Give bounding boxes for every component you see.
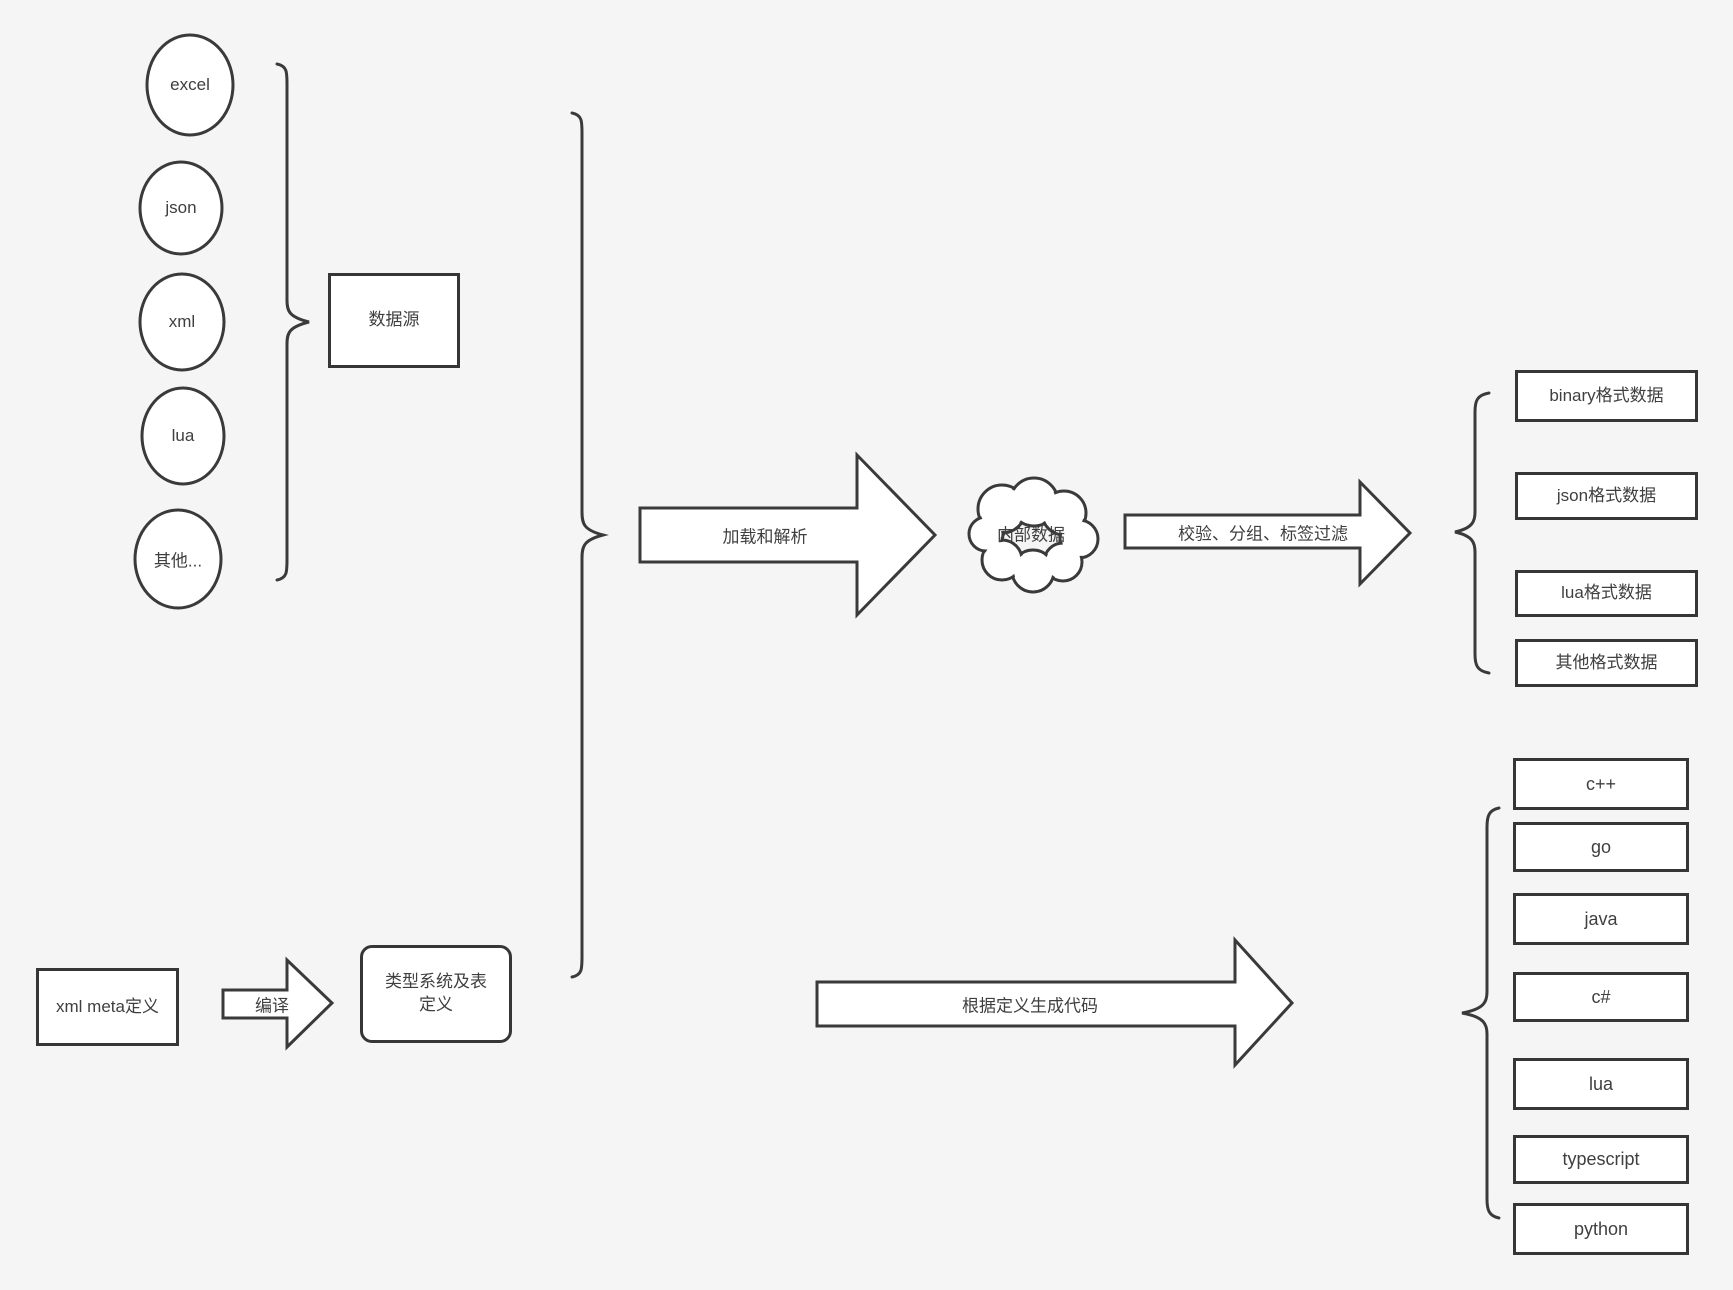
arrow-codegen bbox=[815, 936, 1295, 1069]
arrow-filter bbox=[1123, 478, 1413, 588]
brace-output-formats bbox=[1454, 391, 1491, 675]
box-format-lua-label: lua格式数据 bbox=[1561, 583, 1652, 603]
brace-all-inputs bbox=[570, 111, 609, 979]
arrow-compile-label: 编译 bbox=[255, 996, 289, 1016]
box-lang-csharp-label: c# bbox=[1591, 986, 1611, 1007]
box-lang-java-label: java bbox=[1584, 908, 1618, 929]
source-label-excel: excel bbox=[170, 75, 210, 94]
box-format-binary-label: binary格式数据 bbox=[1549, 385, 1664, 405]
box-format-lua: lua格式数据 bbox=[1515, 570, 1698, 617]
source-ellipse-lua bbox=[140, 386, 226, 486]
box-format-binary: binary格式数据 bbox=[1515, 370, 1698, 422]
source-label-other: 其他... bbox=[153, 551, 203, 571]
box-lang-cpp-label: c++ bbox=[1585, 773, 1617, 794]
box-xml-meta-label: xml meta定义 bbox=[56, 996, 159, 1016]
arrow-load-parse-label: 加载和解析 bbox=[722, 527, 808, 547]
box-lang-cpp: c++ bbox=[1513, 758, 1689, 810]
box-format-other: 其他格式数据 bbox=[1515, 639, 1698, 687]
brace-languages bbox=[1461, 806, 1501, 1220]
box-format-other-label: 其他格式数据 bbox=[1555, 652, 1658, 672]
box-lang-go-label: go bbox=[1590, 836, 1612, 857]
cloud-internal-data-label: 内部数据 bbox=[997, 525, 1065, 545]
source-label-lua: lua bbox=[171, 426, 195, 445]
source-ellipse-other bbox=[133, 508, 223, 610]
source-ellipse-json bbox=[138, 160, 224, 256]
box-format-json: json格式数据 bbox=[1515, 472, 1698, 520]
box-lang-lua-label: lua bbox=[1588, 1073, 1614, 1094]
box-lang-python-label: python bbox=[1573, 1218, 1629, 1239]
box-lang-java: java bbox=[1513, 893, 1689, 945]
source-label-json: json bbox=[165, 198, 197, 217]
brace-sources bbox=[275, 62, 310, 582]
box-lang-typescript: typescript bbox=[1513, 1135, 1689, 1184]
box-data-source-label: 数据源 bbox=[368, 310, 420, 330]
arrow-compile bbox=[221, 956, 335, 1051]
source-ellipse-xml bbox=[138, 272, 226, 372]
box-type-system-label: 类型系统及表定义 bbox=[385, 972, 487, 1014]
box-format-json-label: json格式数据 bbox=[1556, 485, 1657, 505]
arrow-codegen-label: 根据定义生成代码 bbox=[962, 996, 1098, 1016]
box-xml-meta: xml meta定义 bbox=[36, 968, 179, 1046]
box-lang-lua: lua bbox=[1513, 1058, 1689, 1110]
source-label-xml: xml bbox=[168, 312, 196, 331]
source-ellipse-excel bbox=[145, 33, 235, 137]
box-lang-typescript-label: typescript bbox=[1562, 1149, 1640, 1170]
box-lang-csharp: c# bbox=[1513, 972, 1689, 1022]
arrow-filter-label: 校验、分组、标签过滤 bbox=[1178, 524, 1348, 544]
box-type-system: 类型系统及表定义 bbox=[360, 945, 512, 1043]
arrow-load-parse bbox=[638, 451, 938, 619]
box-lang-python: python bbox=[1513, 1203, 1689, 1255]
cloud-internal-data bbox=[967, 476, 1100, 594]
box-data-source: 数据源 bbox=[328, 273, 460, 368]
box-lang-go: go bbox=[1513, 822, 1689, 872]
